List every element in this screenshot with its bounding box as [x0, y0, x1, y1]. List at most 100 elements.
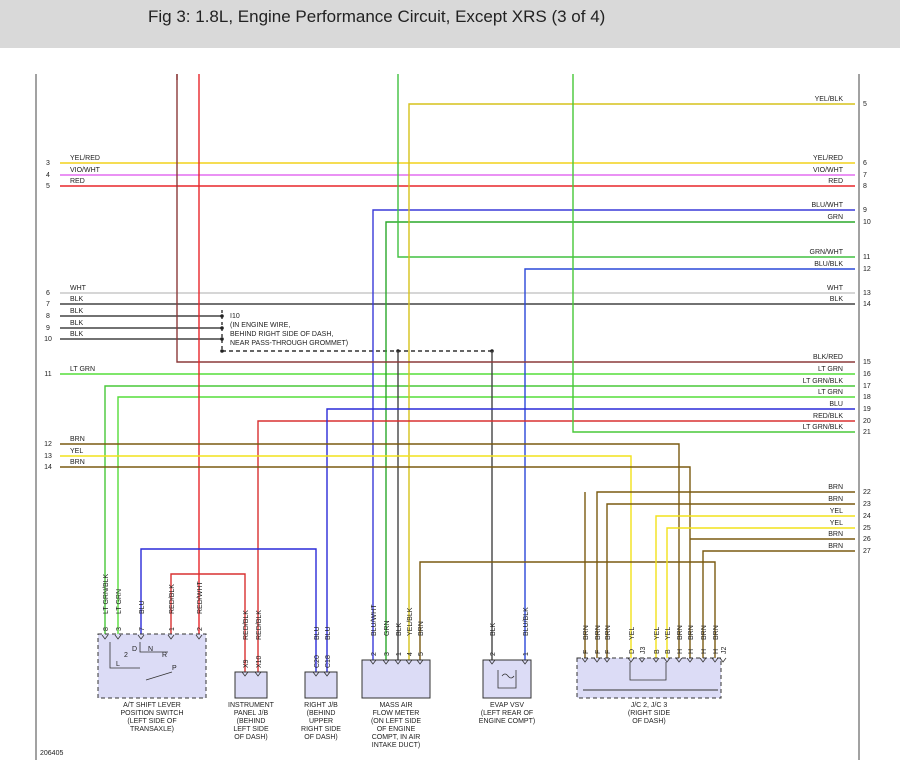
splice-name: I10 — [230, 313, 240, 320]
wire-blu-rjb — [326, 408, 855, 672]
jc-box — [576, 657, 722, 699]
splice-line-1: (IN ENGINE WIRE, — [230, 322, 290, 329]
at-pin-2: 7 — [139, 627, 146, 631]
jc-pin-1: F — [595, 650, 602, 654]
wire-blu-blk-evap — [524, 268, 855, 660]
component-evap-vsv: EVAP VSV (LEFT REAR OF ENGINE COMPT) — [479, 659, 535, 725]
at-inner-n: N — [148, 646, 153, 653]
left-wire-label-11: LT GRN — [70, 366, 95, 373]
maf-title-2: FLOW METER — [373, 710, 420, 717]
right-wire-label-22: BRN — [828, 484, 843, 491]
jc-pin-mark-2 — [603, 657, 611, 663]
wire-brn-maf — [419, 561, 716, 660]
jc-pin-mark-1 — [593, 657, 601, 663]
at-title-4: TRANSAXLE) — [130, 726, 174, 733]
component-right-jb: RIGHT J/B (BEHIND UPPER RIGHT SIDE OF DA… — [301, 671, 341, 741]
left-wire-num-10: 10 — [44, 336, 52, 343]
jc-pin-mark-4 — [638, 657, 646, 663]
at-pin-wire-2: BLU — [139, 600, 146, 614]
jc-pin-wire-5: YEL — [654, 627, 661, 640]
figure-title: Fig 3: 1.8L, Engine Performance Circuit,… — [148, 7, 606, 26]
right-wire-label-14: BLK — [830, 296, 844, 303]
splice-i10: I10 (IN ENGINE WIRE, BEHIND RIGHT SIDE O… — [230, 313, 348, 347]
at-title-3: (LEFT SIDE OF — [127, 718, 176, 725]
wire-brn-27 — [702, 550, 855, 658]
right-wire-num-20: 20 — [863, 418, 871, 425]
jc-pin-wire-0: BRN — [583, 625, 590, 640]
wire-lt-grn-at — [117, 396, 855, 634]
rjb-pin-1: C18 — [325, 655, 332, 668]
figure-header: Fig 3: 1.8L, Engine Performance Circuit,… — [0, 0, 900, 48]
label-layer: 3YEL/RED4VIO/WHT5RED6WHT7BLK8BLK9BLK10BL… — [44, 96, 871, 668]
at-shift-box — [97, 633, 207, 699]
rjb-title-1: RIGHT J/B — [304, 702, 338, 709]
splice-dot-0 — [220, 314, 224, 318]
left-wire-label-10: BLK — [70, 331, 84, 338]
left-wire-label-5: RED — [70, 178, 85, 185]
at-pin-1: 3 — [116, 627, 123, 631]
splice-dot-1 — [220, 326, 224, 330]
right-wire-label-8: RED — [828, 178, 843, 185]
jc-pin-wire-1: BRN — [595, 625, 602, 640]
maf-pin-wire-4: BRN — [418, 621, 425, 636]
at-pin-wire-1: LT GRN — [116, 589, 123, 614]
evap-title-2: (LEFT REAR OF — [481, 710, 533, 717]
right-wire-label-16: LT GRN — [818, 366, 843, 373]
jc-pin-wire-3: YEL — [629, 627, 636, 640]
right-wire-label-5: YEL/BLK — [815, 96, 844, 103]
left-wire-label-7: BLK — [70, 296, 84, 303]
maf-pin-0: 2 — [371, 652, 378, 656]
rjb-pin-wire-0: BLU — [314, 626, 321, 640]
rjb-pin-mark-0 — [312, 671, 320, 677]
ip-title-2: PANEL J/B — [234, 710, 269, 717]
jc-title-3: OF DASH) — [632, 718, 665, 725]
right-wire-label-25: YEL — [830, 520, 843, 527]
right-wire-num-18: 18 — [863, 394, 871, 401]
ip-pin-wire-0: RED/BLK — [243, 610, 250, 640]
maf-pin-1: 3 — [384, 652, 391, 656]
figure-id: 206405 — [40, 750, 63, 757]
jc-inner-link — [629, 662, 667, 681]
left-wire-label-9: BLK — [70, 320, 84, 327]
component-jc2-jc3: J/C 2, J/C 3 (RIGHT SIDE OF DASH) — [576, 657, 722, 725]
jc-pin-4: J3 — [640, 647, 647, 655]
jc-pin-wire-6: YEL — [665, 627, 672, 640]
ip-pin-1: X10 — [256, 655, 263, 668]
left-wire-num-6: 6 — [46, 290, 50, 297]
maf-pin-4: 5 — [418, 652, 425, 656]
wire-brn-12 — [60, 443, 680, 658]
right-wire-label-24: YEL — [830, 508, 843, 515]
splice-line-3: NEAR PASS-THROUGH GROMMET) — [230, 340, 348, 347]
maf-title-3: (ON LEFT SIDE — [371, 718, 421, 725]
right-wire-label-18: LT GRN — [818, 389, 843, 396]
ip-title-3: (BEHIND — [237, 718, 266, 725]
left-wire-label-8: BLK — [70, 308, 84, 315]
at-pin-wire-0: LT GRN/BLK — [103, 573, 110, 614]
wire-red-blk-ip — [257, 420, 855, 672]
right-wire-num-26: 26 — [863, 536, 871, 543]
left-wire-label-3: YEL/RED — [70, 155, 100, 162]
maf-pin-mark-1 — [382, 659, 390, 665]
right-wire-label-12: BLU/BLK — [814, 261, 843, 268]
at-inner-2: 2 — [124, 652, 128, 659]
at-inner-p: P — [172, 665, 177, 672]
rjb-title-5: OF DASH) — [304, 734, 337, 741]
at-pin-mark-4 — [195, 634, 203, 640]
left-wire-label-13: YEL — [70, 448, 83, 455]
at-pin-0: 8 — [103, 627, 110, 631]
right-wire-label-13: WHT — [827, 285, 844, 292]
splice-dot-3 — [220, 349, 224, 353]
right-wire-label-15: BLK/RED — [813, 354, 843, 361]
right-wire-label-10: GRN — [827, 214, 843, 221]
left-wire-num-13: 13 — [44, 453, 52, 460]
ip-pin-mark-1 — [254, 671, 262, 677]
jc-pin-mark-10 — [711, 657, 719, 663]
evap-coil-icon — [497, 670, 517, 689]
left-wire-num-4: 4 — [46, 172, 50, 179]
left-wire-num-7: 7 — [46, 301, 50, 308]
at-pin-4: 2 — [197, 627, 204, 631]
wire-yel-24 — [655, 515, 855, 658]
right-wire-label-11: GRN/WHT — [810, 249, 844, 256]
left-wire-num-11: 11 — [44, 371, 51, 378]
